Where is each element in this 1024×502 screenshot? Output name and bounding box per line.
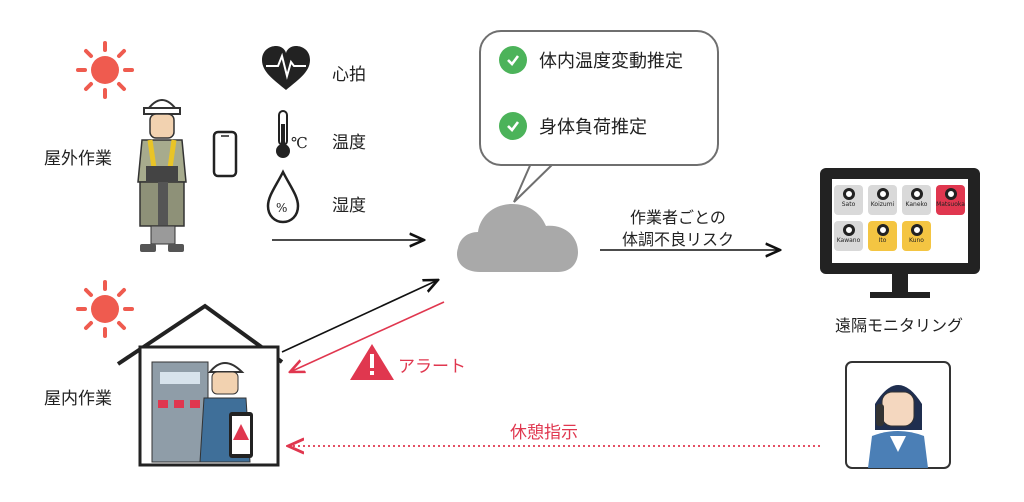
arrow-indoor-to-cloud <box>281 280 438 353</box>
bubble-item-1: 体内温度変動推定 <box>499 46 683 74</box>
user-tile-caution: Kuno <box>902 221 931 251</box>
humidity-drop-icon <box>266 169 300 224</box>
sensor-heart-label: 心拍 <box>332 65 366 85</box>
sun-icon-indoor <box>76 280 134 338</box>
user-tile: Koizumi <box>868 185 897 215</box>
sun-icon-outdoor <box>76 41 134 99</box>
check-icon <box>499 112 527 140</box>
analysis-bubble: 体内温度変動推定 身体負荷推定 <box>479 30 719 166</box>
arrow-alert <box>290 301 445 372</box>
sensor-humidity-label: 湿度 <box>332 196 366 216</box>
alert-label: アラート <box>398 357 466 377</box>
user-tile-danger: Matsuoka <box>936 185 965 215</box>
monitor-stand <box>892 274 908 292</box>
user-tile-caution: Ito <box>868 221 897 251</box>
risk-label-line2: 体調不良リスク <box>622 230 735 249</box>
user-tile: Kawano <box>834 221 863 251</box>
heart-rate-icon <box>262 46 310 90</box>
user-tile: Sato <box>834 185 863 215</box>
alert-triangle-icon <box>350 344 394 380</box>
check-icon <box>499 46 527 74</box>
percent-unit: % <box>276 201 288 215</box>
user-tile: Kaneko <box>902 185 931 215</box>
house-illustration <box>116 303 284 467</box>
operator-illustration <box>845 361 951 469</box>
risk-label-line1: 作業者ごとの <box>630 208 726 227</box>
indoor-work-label: 屋内作業 <box>44 389 112 409</box>
monitor-dashboard: Sato Koizumi Kaneko Matsuoka Kawano Ito … <box>832 179 968 263</box>
monitor-screen: Sato Koizumi Kaneko Matsuoka Kawano Ito … <box>820 168 980 274</box>
bubble-item-label: 身体負荷推定 <box>539 117 647 138</box>
outdoor-worker-illustration <box>137 99 187 252</box>
bubble-item-2: 身体負荷推定 <box>499 112 647 140</box>
outdoor-work-label: 屋外作業 <box>44 149 112 169</box>
remote-monitoring-label: 遠隔モニタリング <box>835 316 964 335</box>
smartphone-icon <box>212 130 238 178</box>
celsius-unit: ℃ <box>291 134 308 152</box>
bubble-tail <box>513 160 559 203</box>
cloud-icon <box>456 204 578 272</box>
rest-instruction-label: 休憩指示 <box>510 423 578 443</box>
thermometer-icon <box>276 110 290 158</box>
sensor-temp-label: 温度 <box>332 133 366 153</box>
bubble-item-label: 体内温度変動推定 <box>539 51 683 72</box>
